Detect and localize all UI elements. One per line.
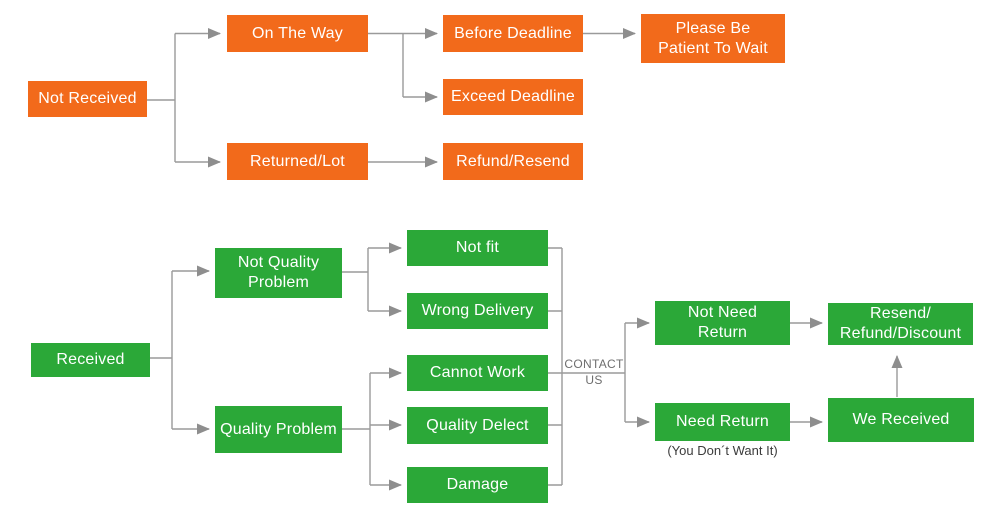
node-label-line2: Refund/Discount <box>839 325 962 342</box>
node-label: Received <box>56 351 125 369</box>
node-label: Quality Problem <box>220 420 337 438</box>
node-quality-delect: Quality Delect <box>407 407 548 444</box>
node-label: Wrong Delivery <box>421 302 534 320</box>
node-label: Damage <box>446 476 509 494</box>
node-label-line2: Return <box>697 324 748 341</box>
wire-contact-collector <box>548 247 626 486</box>
node-label: Not fit <box>455 239 500 257</box>
node-need-return: Need Return <box>655 403 790 441</box>
node-label-line1: Not Need <box>687 304 758 322</box>
node-on-the-way: On The Way <box>227 15 368 52</box>
node-refund-resend: Refund/Resend <box>443 143 583 180</box>
node-received: Received <box>31 343 150 377</box>
contact-us-label: CONTACT US <box>559 357 629 388</box>
node-resend-refund-discount: Resend/ Refund/Discount <box>828 303 973 345</box>
node-label: Quality Delect <box>426 416 529 434</box>
node-not-fit: Not fit <box>407 230 548 266</box>
wire-on-the-way-bracket <box>368 32 404 97</box>
node-cannot-work: Cannot Work <box>407 355 548 391</box>
wire-received-bracket <box>150 271 173 429</box>
node-label-line1: Please Be <box>675 19 751 37</box>
node-not-received: Not Received <box>28 81 147 117</box>
node-returned-lot: Returned/Lot <box>227 143 368 180</box>
wire-quality-bracket <box>342 373 371 485</box>
node-label: Refund/Resend <box>456 152 570 170</box>
node-not-need-return: Not Need Return <box>655 301 790 345</box>
node-label: Need Return <box>676 413 769 431</box>
node-label: Exceed Deadline <box>451 88 575 106</box>
node-quality-problem: Quality Problem <box>215 406 342 453</box>
node-label: Cannot Work <box>429 364 526 382</box>
node-label-line2: Patient To Wait <box>658 39 768 57</box>
node-label: Returned/Lot <box>250 152 345 170</box>
node-before-deadline: Before Deadline <box>443 15 583 52</box>
need-return-note: (You Don´t Want It) <box>667 443 778 458</box>
node-label-line1: Resend/ <box>870 305 931 323</box>
node-label-line1: Not Quality <box>237 254 320 272</box>
wire-not-received-bracket <box>147 33 176 162</box>
node-wrong-delivery: Wrong Delivery <box>407 293 548 329</box>
contact-us-line1: CONTACT <box>564 357 624 371</box>
node-not-quality-problem: Not Quality Problem <box>215 248 342 298</box>
node-exceed-deadline: Exceed Deadline <box>443 79 583 115</box>
node-label: We Received <box>852 411 950 429</box>
contact-us-line2: US <box>585 372 603 387</box>
wire-not-quality-bracket <box>342 248 369 311</box>
node-label: Before Deadline <box>454 24 572 42</box>
node-we-received: We Received <box>828 398 974 442</box>
node-label: On The Way <box>252 24 343 42</box>
node-label: Not Received <box>38 90 137 108</box>
node-please-be-patient: Please Be Patient To Wait <box>641 14 785 63</box>
node-damage: Damage <box>407 467 548 503</box>
node-label-line2: Problem <box>248 274 309 291</box>
